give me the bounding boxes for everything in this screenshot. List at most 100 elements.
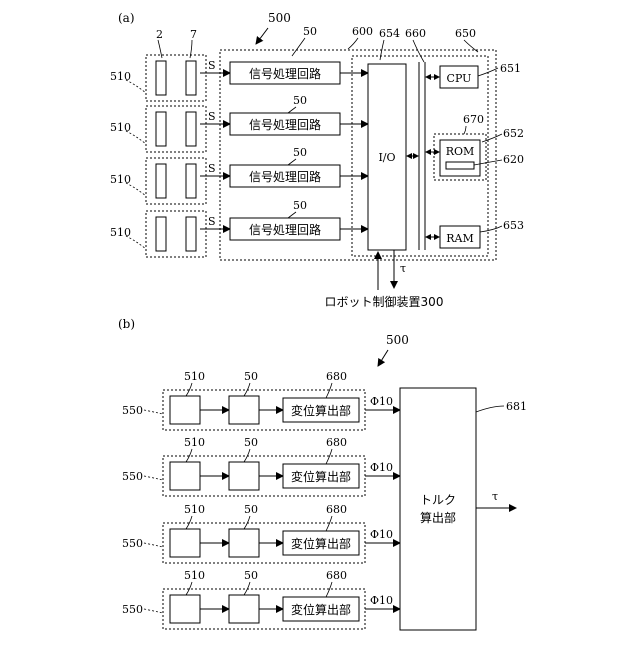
rom-label: ROM xyxy=(446,145,475,158)
phi-label: Φ10 xyxy=(370,395,393,408)
displacement-row-4: 550 変位算出部 Φ10 510 50 680 xyxy=(122,569,400,629)
leader-50-row xyxy=(288,107,296,113)
strain-sensor-7 xyxy=(186,61,196,95)
ram-label: RAM xyxy=(446,232,474,245)
ref-50-top: 50 xyxy=(303,25,317,38)
strain-sensor-2 xyxy=(156,112,166,146)
ref-50: 50 xyxy=(293,199,307,212)
fig-b-ref-500-arrow xyxy=(378,350,388,366)
strain-sensor-7 xyxy=(186,164,196,198)
ref-510-b: 510 xyxy=(184,569,205,582)
sensor-block-510 xyxy=(170,595,200,623)
signal-circuit-label: 信号処理回路 xyxy=(249,117,321,132)
ref-50-b: 50 xyxy=(244,503,258,516)
sensor-group-1: 510 xyxy=(110,55,206,101)
strain-sensor-2 xyxy=(156,217,166,251)
circuit-block-50 xyxy=(229,462,259,490)
sensor-box-510 xyxy=(146,106,206,152)
circuit-block-50 xyxy=(229,529,259,557)
leader-550 xyxy=(144,410,163,414)
leader-550 xyxy=(144,609,163,613)
displacement-label: 変位算出部 xyxy=(291,536,351,551)
program-620 xyxy=(446,162,474,169)
sensor-groups: 510510510510 xyxy=(110,55,206,257)
ref-550: 550 xyxy=(122,470,143,483)
fig-a-ref-500: 500 xyxy=(268,11,291,25)
ref-50-b: 50 xyxy=(244,569,258,582)
leader-681 xyxy=(476,406,504,412)
ref-510-b: 510 xyxy=(184,503,205,516)
displacement-row-2: 550 変位算出部 Φ10 510 50 680 xyxy=(122,436,400,496)
displacement-label: 変位算出部 xyxy=(291,469,351,484)
ref-654: 654 xyxy=(379,27,400,40)
leader-652 xyxy=(482,134,502,142)
ram-arrow-right xyxy=(434,234,440,240)
sensor-block-510 xyxy=(170,396,200,424)
fig-a-ref-500-arrow xyxy=(256,28,268,44)
ref-550: 550 xyxy=(122,404,143,417)
ref-550: 550 xyxy=(122,537,143,550)
ref-680: 680 xyxy=(326,370,347,383)
displacement-label: 変位算出部 xyxy=(291,602,351,617)
ram-arrow-left xyxy=(425,234,431,240)
signal-circuit-label: 信号処理回路 xyxy=(249,222,321,237)
phi-label: Φ10 xyxy=(370,528,393,541)
phi-label: Φ10 xyxy=(370,594,393,607)
cpu-label: CPU xyxy=(447,72,472,85)
ref-50: 50 xyxy=(293,94,307,107)
ref-670: 670 xyxy=(463,113,484,126)
ref-510-b: 510 xyxy=(184,370,205,383)
displacement-rows: 550変位算出部Φ1051050680550変位算出部Φ105105068055… xyxy=(122,370,400,629)
leader-550 xyxy=(144,543,163,547)
ref-50-b: 50 xyxy=(244,436,258,449)
torque-label-line1: トルク xyxy=(420,493,456,507)
rom-arrow-left xyxy=(425,149,431,155)
ref-50: 50 xyxy=(293,146,307,159)
ref-681: 681 xyxy=(506,400,527,413)
io-label: I/O xyxy=(378,151,395,164)
signal-circuits: S信号処理回路S信号処理回路50S信号処理回路50S信号処理回路50 xyxy=(200,59,368,240)
ref-550: 550 xyxy=(122,603,143,616)
fig-a-label: (a) xyxy=(118,11,135,25)
signal-circuit-row-4: S 信号処理回路 50 xyxy=(200,199,368,240)
strain-sensor-7 xyxy=(186,112,196,146)
ref-510: 510 xyxy=(110,70,131,83)
strain-sensor-2 xyxy=(156,164,166,198)
io-bus-arrow-left xyxy=(406,153,412,159)
signal-s-label: S xyxy=(208,215,216,228)
ref-680: 680 xyxy=(326,503,347,516)
rom-arrow-right xyxy=(434,149,440,155)
ref-600: 600 xyxy=(352,25,373,38)
leader-660 xyxy=(413,40,424,62)
torque-block xyxy=(400,388,476,630)
signal-circuit-row-2: S 信号処理回路 50 xyxy=(200,94,368,135)
circuit-block-50 xyxy=(229,396,259,424)
cpu-arrow-right xyxy=(434,74,440,80)
ref-680: 680 xyxy=(326,436,347,449)
ref-680: 680 xyxy=(326,569,347,582)
leader-650 xyxy=(464,40,478,52)
signal-s-label: S xyxy=(208,59,216,72)
sensor-box-510 xyxy=(146,158,206,204)
displacement-row-1: 550変位算出部Φ1051050680 xyxy=(122,370,400,430)
ref-2: 2 xyxy=(156,28,163,41)
strain-sensor-7 xyxy=(186,217,196,251)
ref-510-b: 510 xyxy=(184,436,205,449)
ref-510: 510 xyxy=(110,173,131,186)
ref-652: 652 xyxy=(503,127,524,140)
ref-620: 620 xyxy=(503,153,524,166)
signal-s-label: S xyxy=(208,162,216,175)
leader-50 xyxy=(292,38,305,56)
leader-653 xyxy=(480,226,502,232)
ref-653: 653 xyxy=(503,219,524,232)
signal-circuit-row-3: S信号処理回路50 xyxy=(200,146,368,187)
signal-circuit-row-1: S信号処理回路 xyxy=(200,59,368,84)
phi-label: Φ10 xyxy=(370,461,393,474)
tau-label-a: τ xyxy=(400,262,406,275)
torque-label-line2: 算出部 xyxy=(420,510,456,525)
sensor-block-510 xyxy=(170,529,200,557)
signal-s-label: S xyxy=(208,110,216,123)
leader-550 xyxy=(144,476,163,480)
